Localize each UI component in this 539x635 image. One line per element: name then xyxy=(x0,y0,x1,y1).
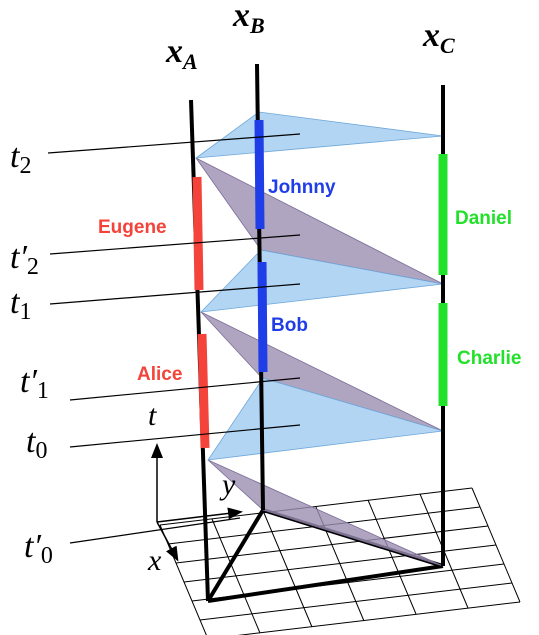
axis-label-xB: xB xyxy=(232,0,265,38)
y-axis-arrow xyxy=(156,507,243,523)
plane-t2 xyxy=(194,111,444,159)
observer-label-bob: Bob xyxy=(271,315,308,336)
observer-segments xyxy=(192,119,448,449)
segment-eugene xyxy=(192,176,204,291)
time-label-t1-prime: t′1 xyxy=(20,363,49,404)
floor-grid xyxy=(159,487,521,635)
light-planes-purple xyxy=(195,157,444,567)
plane-t0-prime xyxy=(207,459,444,567)
observer-label-alice: Alice xyxy=(137,364,182,385)
plane-t0 xyxy=(207,377,444,461)
time-label-t2: t2 xyxy=(10,138,31,179)
x-axis-arrow xyxy=(156,521,179,562)
time-label-t2-prime: t′2 xyxy=(10,239,39,280)
observer-label-johnny: Johnny xyxy=(268,177,336,198)
coord-label-x: x xyxy=(147,544,162,577)
coord-label-y: y xyxy=(219,468,236,501)
coord-label-t: t xyxy=(148,399,157,432)
time-label-t0: t0 xyxy=(26,423,47,464)
coordinate-axes xyxy=(151,443,243,562)
segment-alice xyxy=(197,333,210,449)
time-label-t0-prime: t′0 xyxy=(24,528,53,569)
observer-label-charlie: Charlie xyxy=(457,348,521,369)
segment-bob xyxy=(257,261,268,373)
observer-label-daniel: Daniel xyxy=(455,208,512,229)
time-leader-lines xyxy=(47,133,301,544)
observer-label-eugene: Eugene xyxy=(98,217,167,238)
time-label-t1: t1 xyxy=(10,284,31,325)
segment-johnny xyxy=(254,119,265,230)
light-planes-blue xyxy=(194,111,444,461)
axis-label-xC: xC xyxy=(422,17,455,58)
axis-label-xA: xA xyxy=(165,33,198,74)
